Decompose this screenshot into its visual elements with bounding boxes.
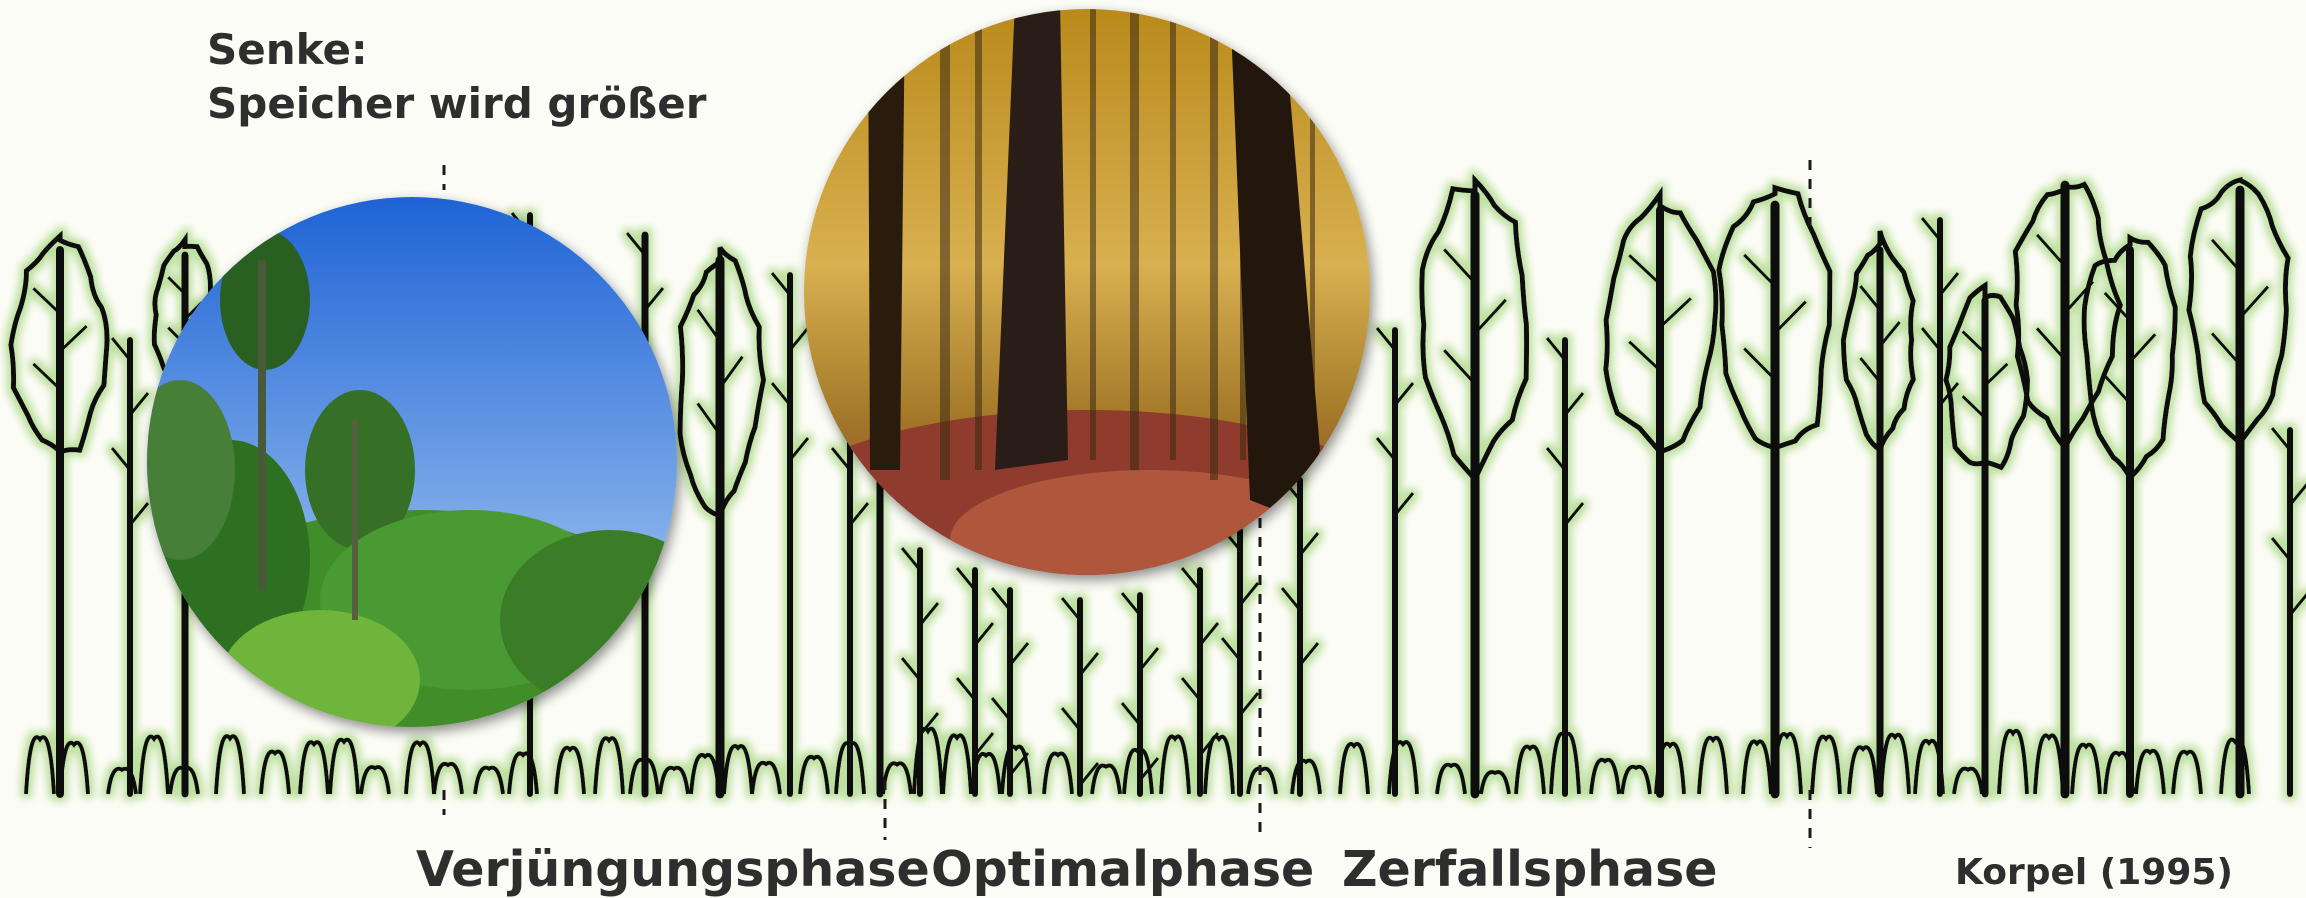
tree-branch	[1660, 298, 1691, 327]
undergrowth-shrub	[2136, 751, 2164, 794]
tree-branch	[1444, 249, 1475, 283]
undergrowth-shrub	[1044, 753, 1072, 794]
undergrowth-shrub	[1437, 765, 1465, 794]
undergrowth-shrub	[406, 742, 434, 794]
tree-branch	[1775, 302, 1806, 333]
tree-branch	[1629, 255, 1660, 284]
undergrowth-shrub	[60, 743, 88, 794]
undergrowth-shrub	[1591, 760, 1619, 794]
undergrowth-shrub	[724, 746, 752, 794]
undergrowth-shrub	[1954, 769, 1982, 794]
undergrowth-shrub	[1481, 772, 1509, 794]
undergrowth-shrub	[883, 763, 911, 794]
undergrowth-shrub	[1340, 744, 1368, 794]
undergrowth-shrub	[1881, 735, 1909, 794]
undergrowth-shrub	[660, 768, 688, 794]
undergrowth-shrub	[1999, 731, 2027, 794]
undergrowth-shrub	[2035, 735, 2063, 794]
undergrowth-shrub	[1002, 747, 1030, 794]
undergrowth-shrub	[691, 755, 719, 794]
phase-label-regeneration: Verjüngungsphase	[416, 841, 930, 898]
undergrowth-shrub	[1248, 769, 1276, 794]
undergrowth-shrub	[216, 736, 244, 794]
tree-branch	[1444, 350, 1475, 384]
undergrowth-shrub	[2173, 752, 2201, 794]
undergrowth-shrub	[26, 737, 54, 794]
undergrowth-shrub	[556, 748, 584, 794]
undergrowth-shrub	[800, 757, 828, 794]
source-citation: Korpel (1995)	[1955, 852, 2233, 893]
undergrowth-shrub	[261, 752, 289, 794]
phase-label-optimal: Optimalphase	[931, 841, 1314, 898]
undergrowth-shrub	[1205, 737, 1233, 794]
undergrowth-shrub	[361, 767, 389, 794]
tree-branch	[1744, 348, 1775, 379]
undergrowth-shrub	[1812, 737, 1840, 794]
undergrowth-shrub	[595, 738, 623, 794]
tree-branch	[1744, 255, 1775, 286]
undergrowth-shrub	[300, 742, 328, 794]
undergrowth-shrub	[752, 763, 780, 794]
tree-branch	[1475, 300, 1506, 334]
tree-branch	[1629, 342, 1660, 371]
undergrowth-shrub	[1092, 765, 1120, 794]
undergrowth-shrub	[434, 764, 462, 794]
undergrowth-shrub	[1161, 736, 1189, 794]
undergrowth-shrub	[140, 737, 168, 794]
undergrowth-shrub	[2072, 745, 2100, 794]
undergrowth-shrub	[475, 768, 503, 794]
annotation-line-2: Speicher wird größer	[207, 79, 707, 128]
undergrowth-shrub	[1622, 767, 1650, 794]
undergrowth-shrub	[1699, 738, 1727, 794]
undergrowth-shrub	[1849, 747, 1877, 794]
undergrowth-shrub	[1292, 761, 1320, 794]
undergrowth-shrub	[1516, 747, 1544, 794]
undergrowth-shrub	[330, 740, 358, 794]
undergrowth-shrub	[1743, 741, 1771, 794]
undergrowth-shrub	[943, 735, 971, 794]
mature-forest-photo	[767, 0, 1407, 630]
annotation-line-1: Senke:	[207, 25, 368, 74]
undergrowth-shrub	[2221, 740, 2249, 794]
phase-label-decay: Zerfallsphase	[1342, 841, 1718, 898]
